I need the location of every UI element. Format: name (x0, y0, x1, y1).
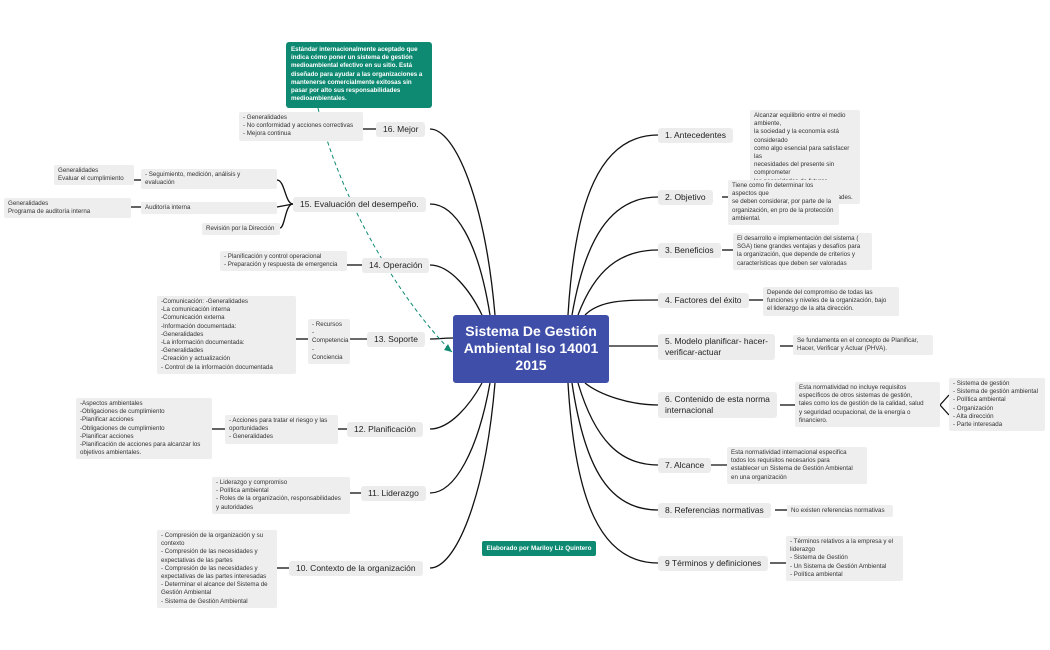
connector-15 (429, 203, 491, 316)
connector-9 (567, 382, 659, 564)
note-3: El desarrollo e implementación del siste… (733, 233, 872, 270)
connector-12 (429, 382, 483, 430)
note-8: No existen referencias normativas (787, 505, 893, 518)
note-16: - Generalidades - No conformidad y accio… (239, 112, 363, 141)
note-5: Se fundamenta en el concepto de Planific… (793, 335, 933, 356)
note-15-auditoria-sub: Generalidades Programa de auditoría inte… (4, 198, 131, 219)
connector-1 (567, 134, 659, 316)
note-2: Tiene como fin determinar los aspectos q… (728, 180, 839, 226)
topic-6-contenido[interactable]: 6. Contenido de esta norma internacional (658, 392, 777, 418)
connector-3 (577, 249, 659, 316)
note-13-comunicacion: -Comunicación: -Generalidades -La comuni… (157, 296, 296, 374)
topic-3-beneficios[interactable]: 3. Beneficios (658, 243, 721, 258)
topic-12-planificacion[interactable]: 12. Planificación (347, 422, 423, 437)
connector-6 (584, 382, 659, 406)
topic-15-evaluacion[interactable]: 15. Evaluación del desempeño. (293, 197, 426, 212)
connector-14 (429, 264, 483, 316)
connector-11 (429, 382, 491, 494)
note-10: - Compresión de la organización y su con… (157, 530, 277, 608)
note-6: Esta normatividad no incluye requisitos … (795, 382, 940, 428)
topic-9-terminos[interactable]: 9 Términos y definiciones (658, 556, 769, 571)
note-12-acciones: - Acciones para tratar el riesgo y las o… (225, 415, 338, 444)
note-15-seguimiento: - Seguimiento, medición, análisis y eval… (141, 169, 277, 190)
topic-4-factores[interactable]: 4. Factores del éxito (658, 293, 749, 308)
note-14: - Planificación y control operacional - … (220, 251, 347, 272)
callout-definition[interactable]: Estándar internacionalmente aceptado que… (286, 42, 432, 108)
note-15-seguimiento-sub: Generalidades Evaluar el cumplimiento (54, 165, 134, 186)
topic-10-contexto[interactable]: 10. Contexto de la organización (289, 561, 423, 576)
connector-4 (584, 299, 659, 316)
topic-13-soporte[interactable]: 13. Soporte (367, 332, 425, 347)
topic-2-objetivo[interactable]: 2. Objetivo (658, 190, 713, 205)
topic-14-operacion[interactable]: 14. Operación (362, 258, 430, 273)
note-12-aspectos: -Aspectos ambientales -Obligaciones de c… (76, 398, 212, 460)
topic-8-referencias[interactable]: 8. Referencias normativas (658, 503, 771, 518)
central-topic[interactable]: Sistema De Gestión Ambiental Iso 14001 2… (453, 315, 609, 383)
credit-label[interactable]: Elaborado por Mariloy Liz Quintero (482, 541, 596, 556)
note-15-auditoria: Auditoría interna (141, 202, 277, 215)
connector-16 (429, 128, 496, 316)
note-9: - Términos relativos a la empresa y el l… (786, 536, 903, 582)
note-4: Depende del compromiso de todas las func… (763, 287, 899, 316)
connector-8 (571, 382, 659, 511)
note-7: Esta normatividad internacional especifi… (727, 447, 867, 484)
connector-10 (429, 382, 496, 569)
topic-11-liderazgo[interactable]: 11. Liderazgo (361, 486, 426, 501)
note-6-sub: - Sistema de gestión - Sistema de gestió… (949, 378, 1045, 432)
topic-7-alcance[interactable]: 7. Alcance (658, 458, 712, 473)
topic-5-modelo[interactable]: 5. Modelo planificar- hacer- verificar-a… (658, 334, 775, 360)
note-11: - Liderazgo y compromiso - Política ambi… (212, 477, 350, 514)
connector-2 (571, 196, 659, 316)
topic-1-antecedentes[interactable]: 1. Antecedentes (658, 128, 733, 143)
note-13-recursos: - Recursos - Competencia - Conciencia (308, 319, 350, 365)
connector-7 (577, 382, 659, 466)
note-15-revision: Revisión por la Dirección (202, 223, 280, 236)
topic-16-mejor[interactable]: 16. Mejor (376, 122, 426, 137)
connector-13 (429, 337, 454, 340)
